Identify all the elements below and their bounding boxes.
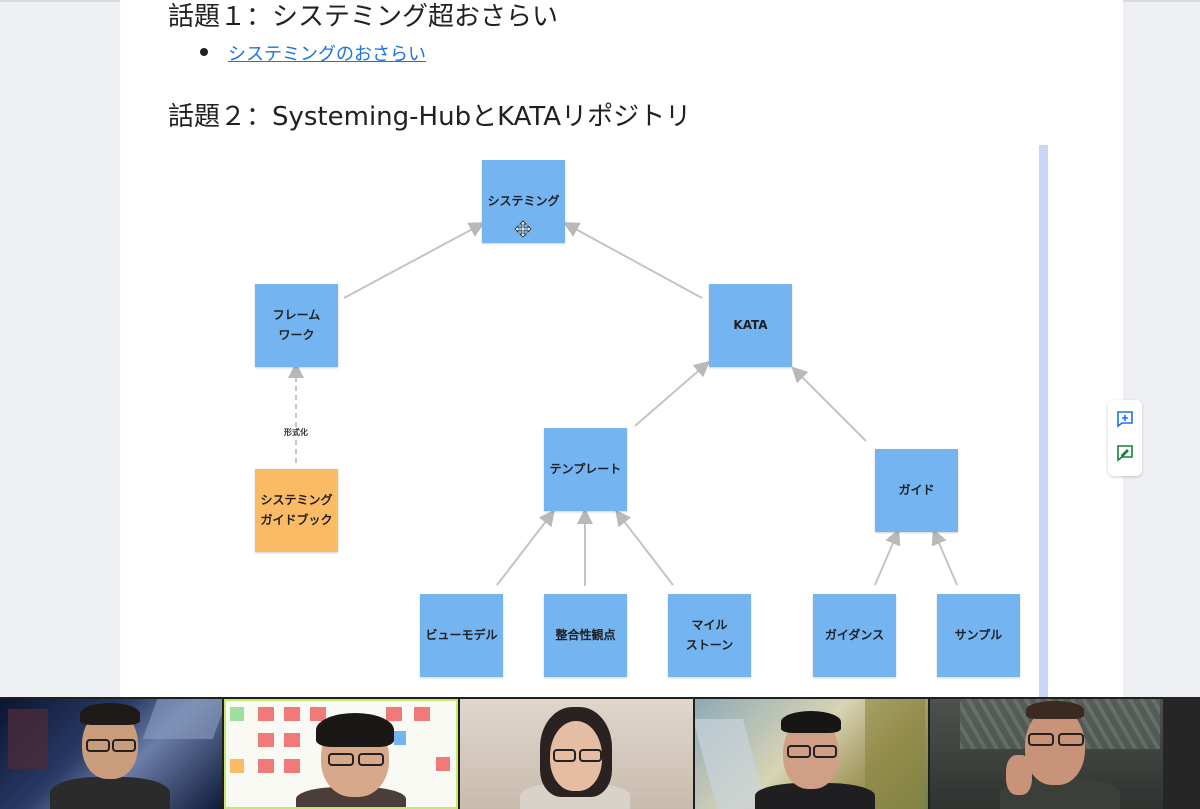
node-viewmodel[interactable]: ビューモデル — [420, 594, 503, 677]
diagram-connectors — [288, 222, 958, 586]
heading-topic-1: 話題１：システミング超おさらい — [168, 2, 559, 32]
node-guide[interactable]: ガイド — [875, 449, 958, 532]
participant-tile-1[interactable] — [0, 699, 222, 809]
edge-kata-systeming — [562, 222, 703, 299]
edge-label-formalization: 形式化 — [284, 428, 308, 437]
video-call-strip — [0, 697, 1200, 809]
suggest-edit-icon[interactable] — [1116, 444, 1134, 462]
edge-template-kata — [634, 360, 711, 427]
edge-sample-guide — [931, 528, 958, 586]
edge-milestone-template — [615, 509, 674, 586]
add-comment-icon[interactable] — [1116, 410, 1134, 428]
node-framework[interactable]: フレーム ワーク — [255, 284, 338, 367]
node-consistency[interactable]: 整合性観点 — [544, 594, 627, 677]
drawing-scrollbar[interactable] — [1039, 145, 1048, 697]
systeming-review-link[interactable]: システミングのおさらい — [228, 44, 426, 65]
bullet-point — [200, 48, 208, 56]
edge-guidance-guide — [874, 528, 901, 586]
node-sample[interactable]: サンプル — [937, 594, 1020, 677]
participant-tile-3[interactable] — [460, 699, 693, 809]
heading-topic-2: 話題２：Systeming-HubとKATAリポジトリ — [168, 102, 692, 132]
side-toolbar — [1108, 400, 1142, 476]
participant-tile-2[interactable] — [224, 699, 458, 809]
edge-viewmodel-template — [496, 509, 555, 586]
node-milestone[interactable]: マイル ストーン — [668, 594, 751, 677]
node-guidance[interactable]: ガイダンス — [813, 594, 896, 677]
node-guidebook[interactable]: システミング ガイドブック — [255, 469, 338, 552]
node-kata[interactable]: KATA — [709, 284, 792, 367]
participant-tile-5[interactable] — [930, 699, 1163, 809]
edge-framework-systeming — [343, 222, 486, 299]
participant-tile-4[interactable] — [695, 699, 928, 809]
node-template[interactable]: テンプレート — [544, 428, 627, 511]
move-cursor-icon — [514, 220, 532, 238]
edge-guide-kata — [791, 366, 867, 442]
